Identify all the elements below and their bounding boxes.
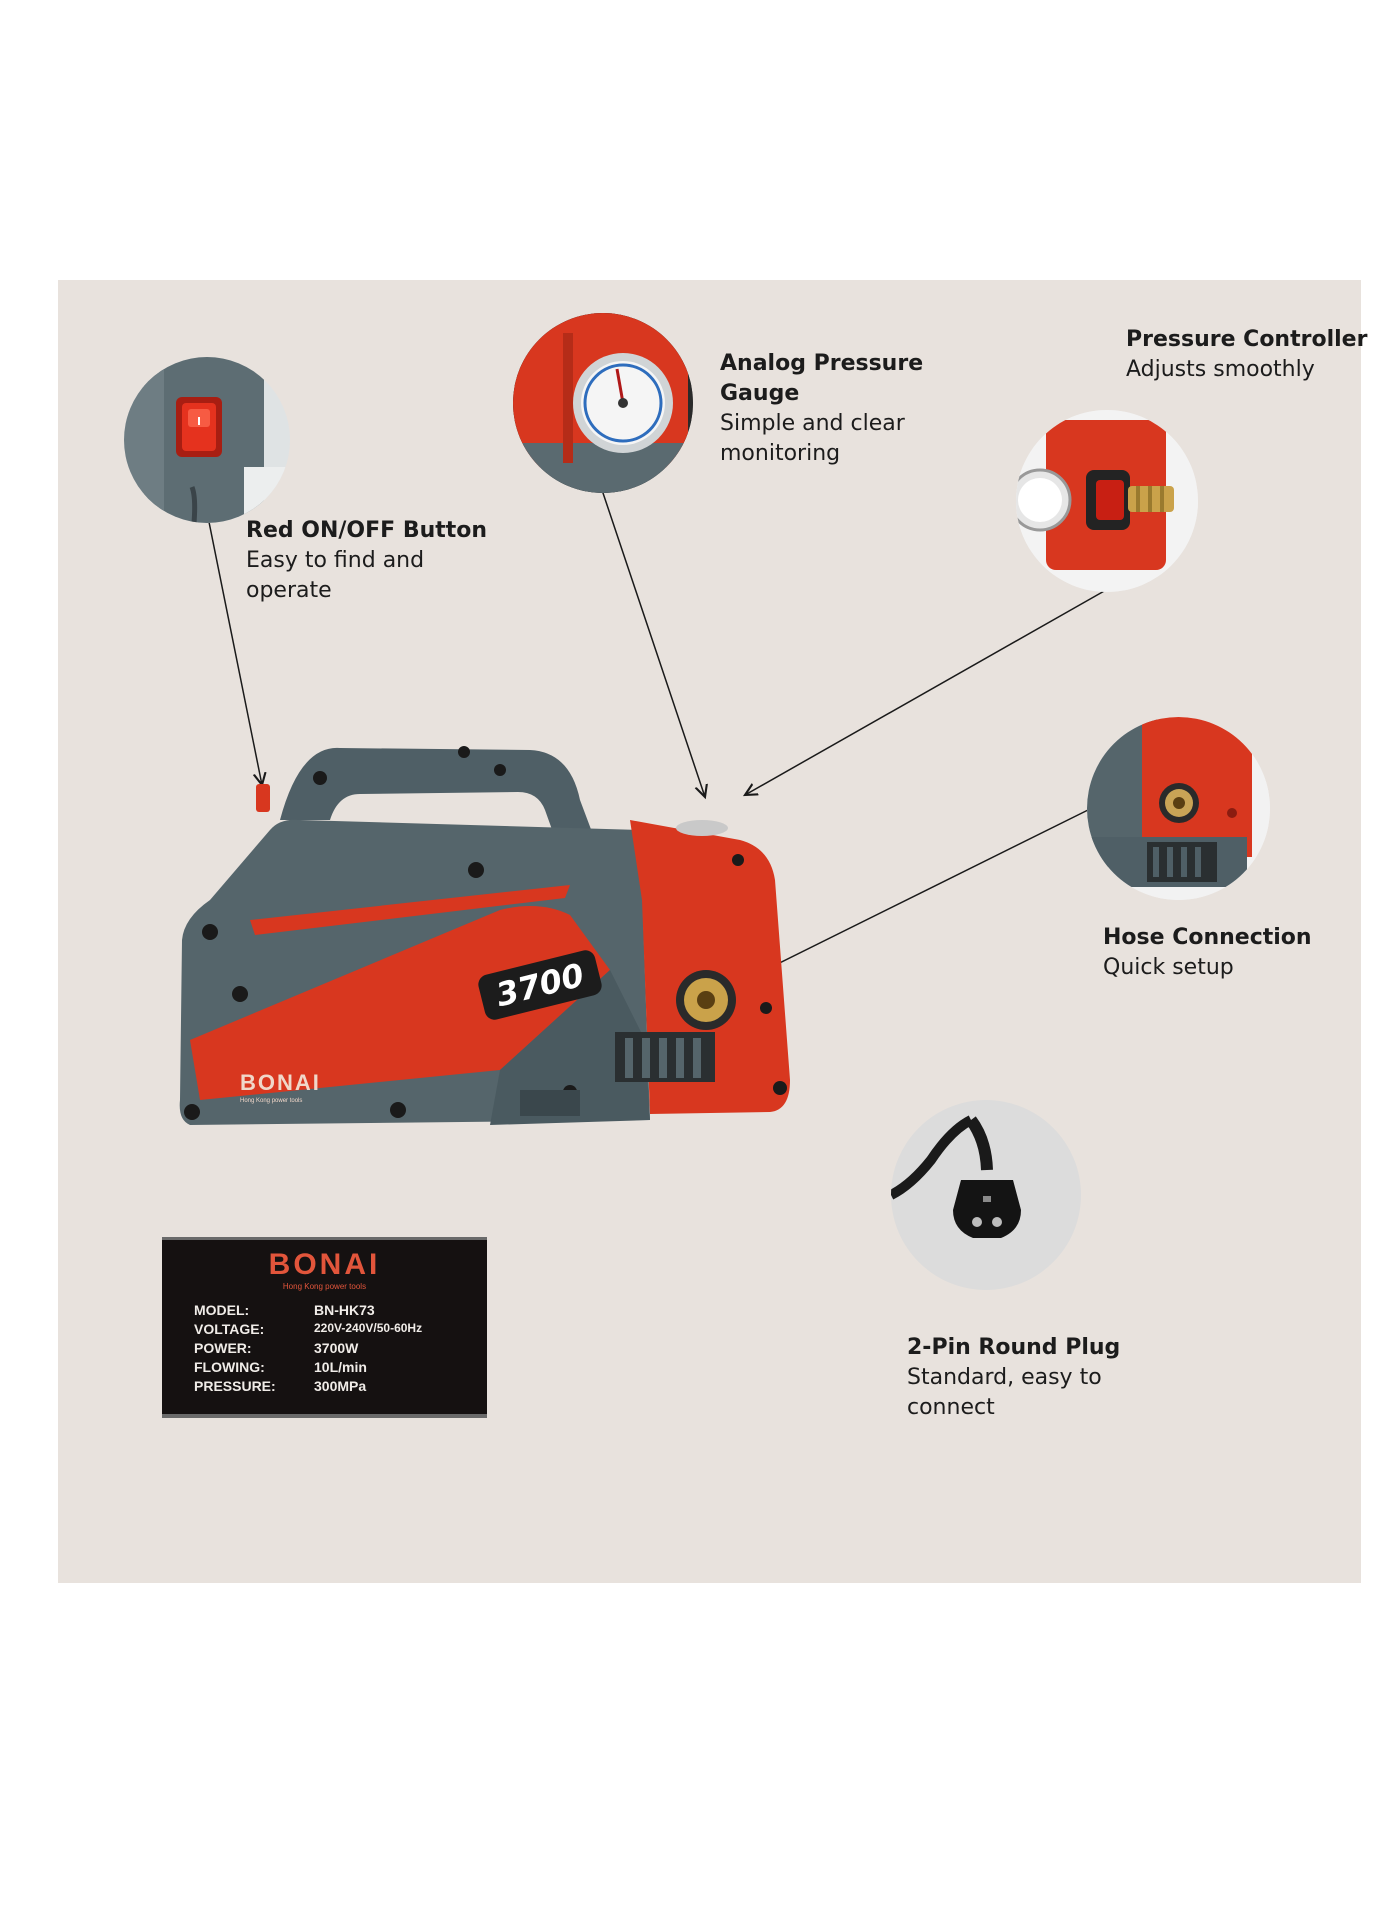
spec-row-key: FLOWING: xyxy=(194,1359,265,1375)
gauge-callout-desc-line2: monitoring xyxy=(720,441,841,466)
spec-row-key: POWER: xyxy=(194,1340,252,1356)
product-brand-sub: Hong Kong power tools xyxy=(240,1098,302,1104)
spec-row-key: PRESSURE: xyxy=(194,1378,276,1394)
spec-row-key: MODEL: xyxy=(194,1302,250,1318)
switch-callout-desc-line2: operate xyxy=(246,578,332,603)
spec-row-key: VOLTAGE: xyxy=(194,1321,265,1337)
spec-label-tagline: Hong Kong power tools xyxy=(282,1282,367,1291)
hose-zoom-circle xyxy=(1087,717,1270,900)
switch-leader-line xyxy=(208,521,262,785)
plug-callout-desc-line2: connect xyxy=(907,1395,995,1420)
spec-row-voltage: VOLTAGE: 220V-240V/50-60Hz xyxy=(194,1321,464,1340)
spec-row-flowing: FLOWING: 10L/min xyxy=(194,1359,464,1378)
switch-callout: Red ON/OFF Button Easy to find and opera… xyxy=(246,516,506,606)
pressure-washer-image: 3700 BONAI Hong Kong power tools xyxy=(179,746,790,1125)
gauge-callout-title-line2: Gauge xyxy=(720,381,800,406)
spec-label-image: BONAI Hong Kong power tools MODEL: BN-HK… xyxy=(162,1237,487,1418)
controller-callout: Pressure Controller Adjusts smoothly xyxy=(1126,325,1386,385)
gauge-callout-title-line1: Analog Pressure xyxy=(720,351,924,376)
hose-callout-desc: Quick setup xyxy=(1103,955,1234,980)
gauge-callout-desc-line1: Simple and clear xyxy=(720,411,905,436)
spec-row-pressure: PRESSURE: 300MPa xyxy=(194,1378,464,1397)
switch-callout-desc-line1: Easy to find and xyxy=(246,548,425,573)
spec-row-value: 300MPa xyxy=(314,1378,367,1394)
plug-zoom-circle xyxy=(891,1100,1081,1290)
hose-callout: Hose Connection Quick setup xyxy=(1103,923,1363,983)
spec-label-brand: BONAI xyxy=(268,1248,381,1281)
switch-callout-title: Red ON/OFF Button xyxy=(246,518,488,543)
spec-row-value: BN-HK73 xyxy=(314,1302,375,1318)
plug-callout: 2-Pin Round Plug Standard, easy to conne… xyxy=(907,1333,1167,1423)
gauge-callout: Analog Pressure Gauge Simple and clear m… xyxy=(720,349,960,469)
controller-leader-line xyxy=(745,589,1107,795)
spec-row-value: 3700W xyxy=(314,1340,359,1356)
spec-row-power: POWER: 3700W xyxy=(194,1340,464,1359)
controller-zoom-circle xyxy=(1016,410,1198,592)
spec-row-value: 220V-240V/50-60Hz xyxy=(314,1321,423,1335)
gauge-zoom-circle xyxy=(513,313,693,493)
controller-callout-title: Pressure Controller xyxy=(1126,327,1368,352)
spec-row-value: 10L/min xyxy=(314,1359,367,1375)
hose-callout-title: Hose Connection xyxy=(1103,925,1312,950)
controller-callout-desc: Adjusts smoothly xyxy=(1126,357,1315,382)
product-brand-logo: BONAI xyxy=(240,1070,321,1095)
plug-callout-title: 2-Pin Round Plug xyxy=(907,1335,1121,1360)
gauge-leader-line xyxy=(601,489,705,797)
switch-zoom-circle xyxy=(124,357,290,523)
plug-callout-desc-line1: Standard, easy to xyxy=(907,1365,1102,1390)
spec-row-model: MODEL: BN-HK73 xyxy=(194,1302,464,1321)
